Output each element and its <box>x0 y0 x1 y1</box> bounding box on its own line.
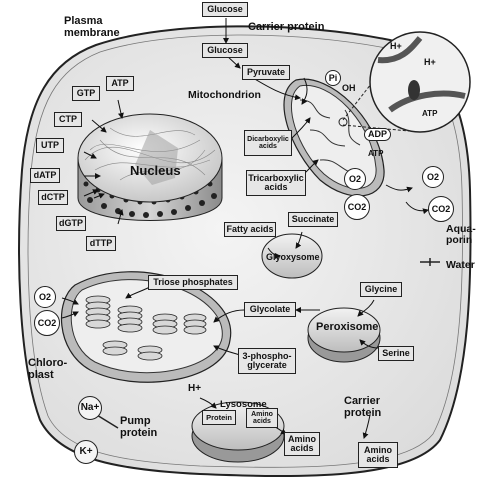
co2-right-label: CO2 <box>428 196 454 222</box>
atp-synthase-inset <box>369 31 471 133</box>
sodium-ion-label: Na+ <box>78 396 102 420</box>
aquaporin-channel <box>420 258 440 266</box>
proton-inset-1-label: H+ <box>390 41 402 51</box>
succinate-box: Succinate <box>288 212 338 227</box>
mitochondrion <box>283 78 385 197</box>
amino-acids-out-box: Amino acids <box>284 432 320 456</box>
pump-protein-label: Pump protein <box>120 415 158 439</box>
phosphate-pi-label: Pi <box>325 70 341 86</box>
carrier-protein-top-label: Carrier protein <box>248 21 325 33</box>
gtp-box: GTP <box>72 86 100 101</box>
water-label: Water <box>446 259 475 271</box>
nucleus <box>77 113 223 221</box>
chloroplast <box>60 271 232 383</box>
peroxisome <box>307 307 381 363</box>
atp-inset-label: ATP <box>422 109 438 118</box>
ctp-box: CTP <box>54 112 82 127</box>
carrier-protein-bottom-label: Carrier protein <box>344 395 382 419</box>
triose-phosphates-box: Triose phosphates <box>148 275 238 290</box>
lysosome-label: Lysosome <box>220 399 267 410</box>
glyoxysome <box>261 233 323 279</box>
glucose-inner-box: Glucose <box>202 43 248 58</box>
o2-chloro-label: O2 <box>34 286 56 308</box>
mitochondrion-label: Mitochondrion <box>188 89 261 101</box>
tricarboxylic-acids-box: Tricarboxylic acids <box>246 170 306 196</box>
amino-acids-bottom-box: Amino acids <box>358 442 398 468</box>
protein-box: Protein <box>202 410 236 425</box>
chloroplast-label: Chloro- plast <box>28 357 68 381</box>
glycolate-box: Glycolate <box>244 302 296 317</box>
3-phosphoglycerate-box: 3-phospho- glycerate <box>238 348 296 374</box>
amino-acids-inner-box: Amino acids <box>246 408 278 428</box>
co2-mito-label: CO2 <box>344 194 370 220</box>
glyoxysome-label: Glyoxysome <box>266 252 320 262</box>
peroxisome-label: Peroxisome <box>316 321 379 333</box>
co2-chloro-label: CO2 <box>34 310 60 336</box>
adp-label: ADP <box>364 128 392 142</box>
glucose-top-box: Glucose <box>202 2 248 17</box>
serine-box: Serine <box>378 346 414 361</box>
proton-inset-2-label: H+ <box>424 57 436 67</box>
atp-nucleus-box: ATP <box>106 76 134 91</box>
proton-lysosome-label: H+ <box>188 383 202 394</box>
aquaporin-label: Aqua- porin <box>446 223 476 247</box>
atp-mito-label: ATP <box>368 149 384 158</box>
hydroxide-label: OH <box>342 83 356 93</box>
o2-mito-label: O2 <box>344 168 366 190</box>
datp-box: dATP <box>30 168 60 183</box>
dctp-box: dCTP <box>38 190 68 205</box>
pyruvate-box: Pyruvate <box>242 65 290 80</box>
plasma-membrane-label: Plasma membrane <box>64 15 120 39</box>
dicarboxylic-acids-box: Dicarboxylic acids <box>244 130 292 156</box>
nucleus-label: Nucleus <box>130 163 181 178</box>
dgtp-box: dGTP <box>56 216 86 231</box>
utp-box: UTP <box>36 138 64 153</box>
o2-right-label: O2 <box>422 166 444 188</box>
potassium-ion-label: K+ <box>74 440 98 464</box>
glycine-box: Glycine <box>360 282 402 297</box>
dttp-box: dTTP <box>86 236 116 251</box>
fatty-acids-box: Fatty acids <box>224 222 276 237</box>
